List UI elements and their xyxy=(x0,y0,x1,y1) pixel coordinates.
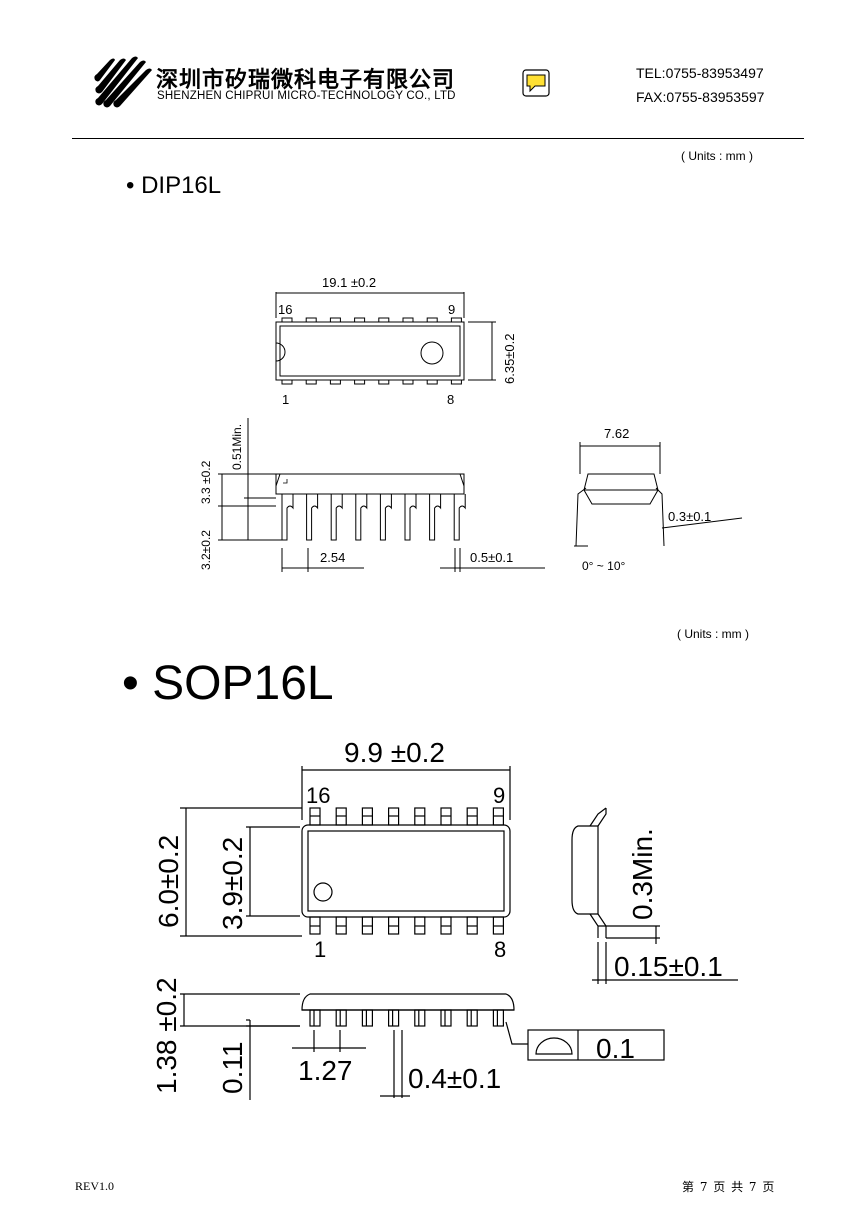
dip-pin-8: 8 xyxy=(447,392,454,407)
sop-pin-1: 1 xyxy=(314,937,326,962)
header-fax: FAX:0755-83953597 xyxy=(636,89,765,105)
sop-total-width-dim: 6.0±0.2 xyxy=(153,835,184,928)
sop-lead-width-dim: 0.4±0.1 xyxy=(408,1063,501,1094)
company-logo xyxy=(94,56,152,108)
dip-body-height-dim: 3.3 ±0.2 xyxy=(199,460,213,504)
sop-flatness-value: 0.1 xyxy=(596,1033,635,1064)
dip-pin xyxy=(354,379,366,385)
sop-pitch-dim: 1.27 xyxy=(298,1055,353,1086)
dip-lead xyxy=(404,494,417,541)
sop-lead xyxy=(388,1009,400,1027)
dip-row-span-dim: 7.62 xyxy=(604,426,629,441)
dip-pin-9: 9 xyxy=(448,302,455,317)
sop-lead xyxy=(466,1009,478,1027)
company-name-cn: 深圳市矽瑞微科电子有限公司 xyxy=(156,68,456,93)
dip-lead-height-dim: 3.2±0.2 xyxy=(199,530,213,570)
sop-lead xyxy=(335,1009,347,1027)
dip-pin xyxy=(305,379,317,385)
dip-min-standoff-dim: 0.51Min. xyxy=(230,424,244,470)
sop-section-title: • SOP16L xyxy=(122,657,334,710)
dip-pitch-dim: 2.54 xyxy=(320,550,345,565)
company-name-en: SHENZHEN CHIPRUI MICRO-TECHNOLOGY CO., L… xyxy=(157,90,456,102)
sop-lead xyxy=(440,1009,452,1027)
sop-units-note: ( Units : mm ) xyxy=(677,627,749,641)
dip-pin xyxy=(329,317,341,323)
sop-pin-8: 8 xyxy=(494,937,506,962)
dip-pin-1: 1 xyxy=(282,392,289,407)
dip-pin xyxy=(402,379,414,385)
dip-length-dim: 19.1 ±0.2 xyxy=(322,275,376,290)
dip-pin xyxy=(426,379,438,385)
sop-lead xyxy=(361,1009,373,1027)
sop-lead-thickness-dim: 0.15±0.1 xyxy=(614,951,723,982)
dip-pin xyxy=(450,317,462,323)
dip-lead xyxy=(306,494,319,541)
dip-lead-thickness-dim: 0.3±0.1 xyxy=(668,509,711,524)
header-tel: TEL:0755-83953497 xyxy=(636,65,764,81)
sop-length-dim: 9.9 ±0.2 xyxy=(344,737,445,768)
dip-width-dim: 6.35±0.2 xyxy=(502,333,517,384)
dip-lead xyxy=(355,494,368,541)
sop-lead-length-dim: 0.3Min. xyxy=(627,828,658,920)
dip16-drawing: 19.1 ±0.2 16 9 1 8 6.35±0.2 0.51Min. 3.3… xyxy=(199,275,743,573)
revision-label: REV1.0 xyxy=(75,1179,114,1193)
dip-pin xyxy=(281,379,293,385)
dip-lead xyxy=(281,494,294,541)
dip-pin xyxy=(378,379,390,385)
dip-angle-dim: 0° ~ 10° xyxy=(582,559,625,573)
sop-standoff-dim: 0.11 xyxy=(217,1042,248,1094)
header-divider xyxy=(72,138,804,139)
dip-pin xyxy=(329,379,341,385)
dip-pin xyxy=(305,317,317,323)
sop-height-dim: 1.38 ±0.2 xyxy=(151,977,182,1094)
sop-pin-9: 9 xyxy=(493,783,505,808)
dip-units-note: ( Units : mm ) xyxy=(681,149,753,163)
page-number: 第 7 页 共 7 页 xyxy=(682,1180,776,1194)
sop-lead xyxy=(414,1009,426,1027)
dip-lead xyxy=(379,494,392,541)
dip-lead xyxy=(429,494,442,541)
dip-pin-16: 16 xyxy=(278,302,292,317)
sop-lead xyxy=(492,1009,504,1027)
dip-pin xyxy=(450,379,462,385)
dip-pin xyxy=(281,317,293,323)
dip-lead xyxy=(330,494,343,541)
dip-lead xyxy=(453,494,466,541)
sop-pin-16: 16 xyxy=(306,783,330,808)
dip-section-title: • DIP16L xyxy=(126,172,222,199)
sop-body-width-dim: 3.9±0.2 xyxy=(217,837,248,930)
dip-pin xyxy=(378,317,390,323)
chat-bubble-icon xyxy=(522,69,550,97)
sop-lead xyxy=(309,1009,321,1027)
dip-lead-width-dim: 0.5±0.1 xyxy=(470,550,513,565)
dip-pin xyxy=(402,317,414,323)
dip-pin xyxy=(426,317,438,323)
dip-pin xyxy=(354,317,366,323)
sop16-drawing: 9.9 ±0.2 16 9 1 8 6.0±0.2 3.9±0.2 0.3Min… xyxy=(151,737,738,1100)
